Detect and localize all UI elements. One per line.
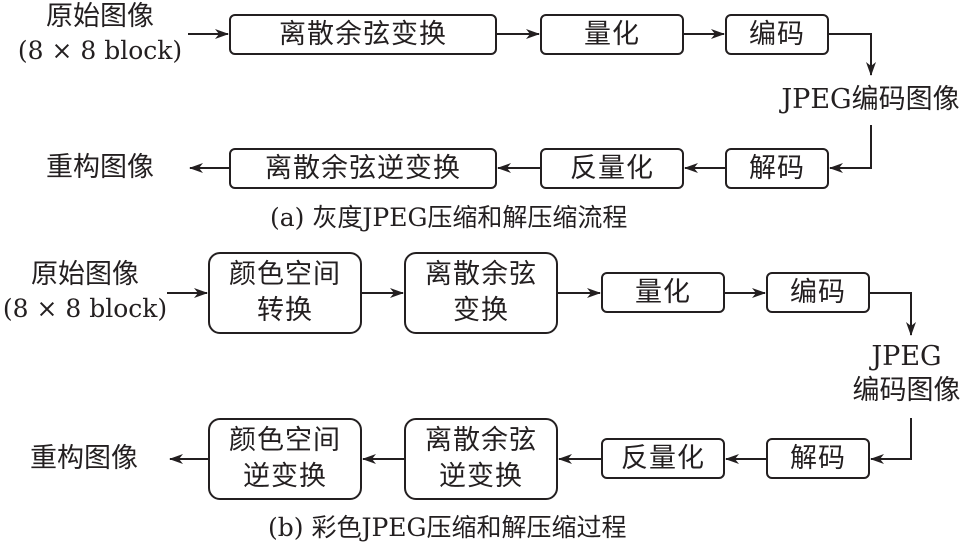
b-dequantize-box: 反量化: [601, 438, 725, 479]
b-idct-box: 离散余弦 逆变换: [404, 418, 558, 500]
a-output-label: 重构图像: [46, 152, 154, 183]
b-dct-box: 离散余弦 变换: [404, 252, 558, 334]
b-encode-box: 编码: [766, 272, 870, 313]
a-quantize-box: 量化: [540, 14, 684, 55]
a-quantize-label: 量化: [584, 18, 640, 50]
a-idct-label: 离散余弦逆变换: [265, 152, 461, 184]
a-input-line2: (8 × 8 block): [17, 36, 183, 65]
b-jpeg-image-label: JPEG 编码图像: [852, 341, 961, 406]
a-dct-label: 离散余弦变换: [279, 18, 447, 50]
b-decode-box: 解码: [766, 438, 870, 479]
a-encode-box: 编码: [725, 14, 829, 55]
b-quantize-box: 量化: [601, 272, 725, 313]
b-color-convert-box: 颜色空间 转换: [208, 252, 362, 334]
a-input-line1: 原始图像: [46, 1, 154, 32]
a-decode-box: 解码: [725, 148, 829, 189]
a-idct-box: 离散余弦逆变换: [229, 148, 497, 189]
a-jpeg-image-label: JPEG编码图像: [781, 84, 960, 115]
a-encode-label: 编码: [749, 18, 805, 50]
b-output-label: 重构图像: [30, 443, 138, 474]
arrow-encode-to-jpeg: [870, 292, 916, 336]
arrow-jpeg-to-decode: [870, 418, 912, 464]
a-caption: (a) 灰度JPEG压缩和解压缩流程: [270, 203, 628, 232]
arrow-jpeg-to-decode: [829, 125, 872, 173]
b-input-line1: 原始图像: [31, 259, 139, 290]
a-dequantize-label: 反量化: [570, 152, 654, 184]
b-caption: (b) 彩色JPEG压缩和解压缩过程: [268, 513, 627, 542]
b-input-line2: (8 × 8 block): [2, 294, 168, 323]
b-color-inverse-box: 颜色空间 逆变换: [208, 418, 362, 500]
a-input-label: 原始图像 (8 × 8 block): [12, 0, 188, 68]
a-decode-label: 解码: [749, 152, 805, 184]
b-input-label: 原始图像 (8 × 8 block): [0, 258, 170, 326]
a-dct-box: 离散余弦变换: [229, 14, 497, 55]
arrow-encode-to-jpeg: [829, 33, 876, 76]
a-dequantize-box: 反量化: [540, 148, 684, 189]
